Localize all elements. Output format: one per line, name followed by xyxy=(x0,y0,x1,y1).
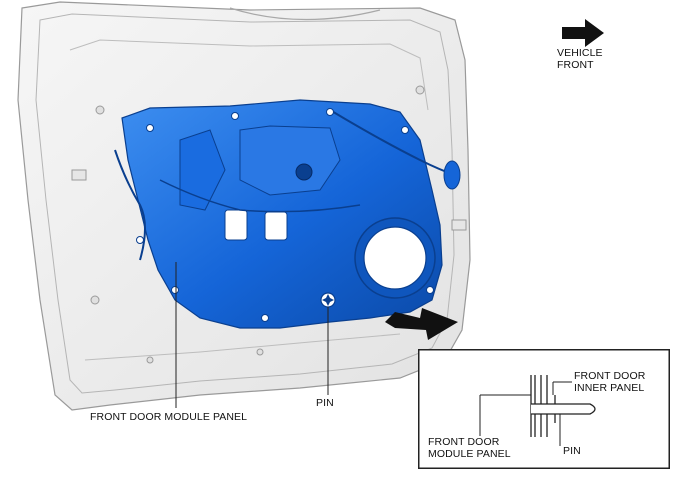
inset-inner-panel-label: FRONT DOOR INNER PANEL xyxy=(574,370,645,394)
inset-detail xyxy=(418,349,670,469)
vehicle-front-line2: FRONT xyxy=(557,59,594,71)
removal-direction-arrow xyxy=(385,308,458,340)
pin-callout: PIN xyxy=(316,397,334,409)
module-panel-callout: FRONT DOOR MODULE PANEL xyxy=(90,411,248,423)
vehicle-front-label: VEHICLE FRONT xyxy=(557,47,603,71)
vehicle-front-line1: VEHICLE xyxy=(557,47,603,59)
inset-inner-panel-line1: FRONT DOOR xyxy=(574,370,646,382)
vehicle-front-arrow-icon xyxy=(562,19,604,47)
inset-module-panel-label: FRONT DOOR MODULE PANEL xyxy=(428,436,511,460)
pin-marker xyxy=(320,292,336,308)
inset-pin-label: PIN xyxy=(563,445,581,457)
inset-module-panel-line2: MODULE PANEL xyxy=(428,448,511,460)
inset-module-panel-line1: FRONT DOOR xyxy=(428,436,500,448)
front-door-module-panel xyxy=(114,99,461,329)
inset-inner-panel-line2: INNER PANEL xyxy=(574,382,645,394)
